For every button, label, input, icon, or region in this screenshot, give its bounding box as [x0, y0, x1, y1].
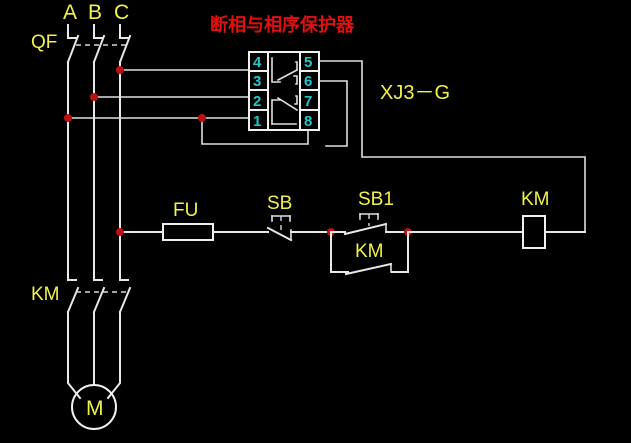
terminal-label-6: 6	[304, 73, 312, 90]
terminal-label-7: 7	[304, 93, 312, 110]
terminal-label-1: 1	[253, 113, 261, 130]
coil-label-km: KM	[521, 189, 550, 210]
terminal-label-5: 5	[304, 54, 312, 71]
junction-dot-phase-a	[64, 114, 72, 122]
phase-label-c: C	[114, 1, 129, 24]
protector-title: 断相与相序保护器	[210, 14, 355, 36]
phase-label-a: A	[63, 1, 77, 24]
motor-lead-a	[67, 311, 82, 400]
breaker-qf	[66, 24, 132, 64]
fuse-label-fu: FU	[173, 200, 198, 221]
junction-dot-terminal8-tap	[198, 114, 206, 122]
wire-terminal5-to-coil-return	[318, 60, 586, 233]
motor-lead-c	[106, 311, 121, 400]
terminal-label-3: 3	[253, 73, 261, 90]
terminal-label-8: 8	[304, 113, 312, 130]
terminal-label-2: 2	[253, 93, 261, 110]
stop-button-label-sb: SB	[267, 193, 292, 214]
main-contacts-label-km: KM	[31, 284, 60, 305]
junction-dot-phase-c-top	[116, 66, 124, 74]
coil-body-km	[522, 215, 546, 249]
junction-dot-phase-b	[90, 93, 98, 101]
phase-label-b: B	[88, 1, 102, 24]
stop-button-sb[interactable]	[266, 215, 293, 242]
contactor-main-contacts-km	[66, 279, 132, 314]
start-button-label-sb1: SB1	[358, 189, 394, 210]
terminal-label-4: 4	[253, 54, 262, 71]
breaker-label-qf: QF	[31, 32, 57, 53]
holding-contact-km	[330, 231, 409, 276]
wire-terminal8-to-control-line	[201, 117, 309, 145]
phase-protector-xj3g	[248, 51, 320, 131]
wire-terminal6-loop	[318, 80, 348, 147]
start-button-sb1[interactable]	[343, 213, 388, 236]
holding-contact-label-km: KM	[355, 241, 384, 262]
motor-body	[71, 384, 117, 430]
motor-label-m: M	[86, 397, 104, 420]
protector-model-label: XJ3－G	[380, 82, 450, 104]
junction-dot-control-tap	[116, 228, 124, 236]
fuse-body	[162, 223, 214, 241]
